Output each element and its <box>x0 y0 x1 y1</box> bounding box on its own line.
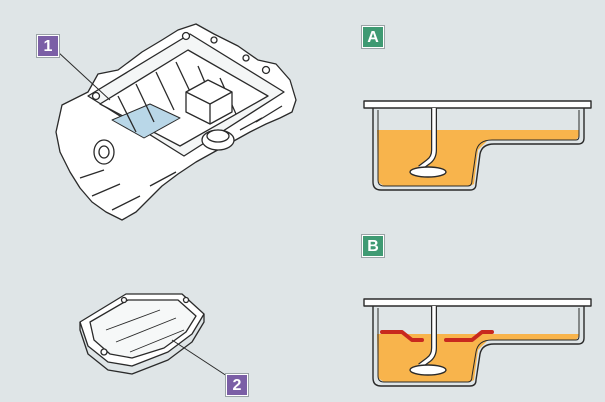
sump-section-b <box>363 298 592 387</box>
oil-pan-illustration <box>79 293 205 375</box>
sump-section-a <box>363 100 592 191</box>
engine-block-illustration <box>55 23 297 221</box>
callout-1-badge: 1 <box>37 35 59 57</box>
leader-line-2 <box>171 339 231 379</box>
view-a-badge: A <box>362 26 384 48</box>
callout-2-badge: 2 <box>226 374 248 396</box>
leader-line-1 <box>57 51 111 101</box>
view-b-badge: B <box>362 235 384 257</box>
